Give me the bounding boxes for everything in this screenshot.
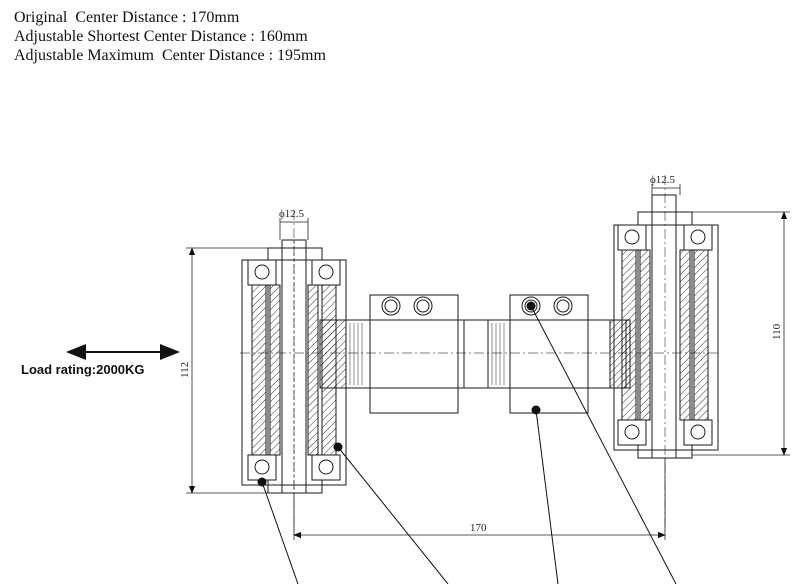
right-roller <box>613 194 719 459</box>
dim-right-shaft-diameter: ϕ12.5 <box>650 174 676 186</box>
leader-dots <box>257 301 541 487</box>
spec-maximum-center-distance: Adjustable Maximum Center Distance : 195… <box>14 47 326 64</box>
load-rating-label: Load rating:2000KG <box>21 362 145 377</box>
leader-lines <box>261 305 677 584</box>
spec-text-block: Original Center Distance : 170mm Adjusta… <box>14 8 326 65</box>
dim-right-height: 110 <box>771 323 783 340</box>
dim-left-shaft-diameter: ϕ12.5 <box>279 208 305 220</box>
dim-center-distance: 170 <box>470 522 487 534</box>
spec-original-center-distance: Original Center Distance : 170mm <box>14 9 240 26</box>
dim-left-height: 112 <box>179 362 191 378</box>
center-assembly <box>319 294 631 414</box>
spec-shortest-center-distance: Adjustable Shortest Center Distance : 16… <box>14 28 308 45</box>
dimension-lines <box>186 184 790 540</box>
